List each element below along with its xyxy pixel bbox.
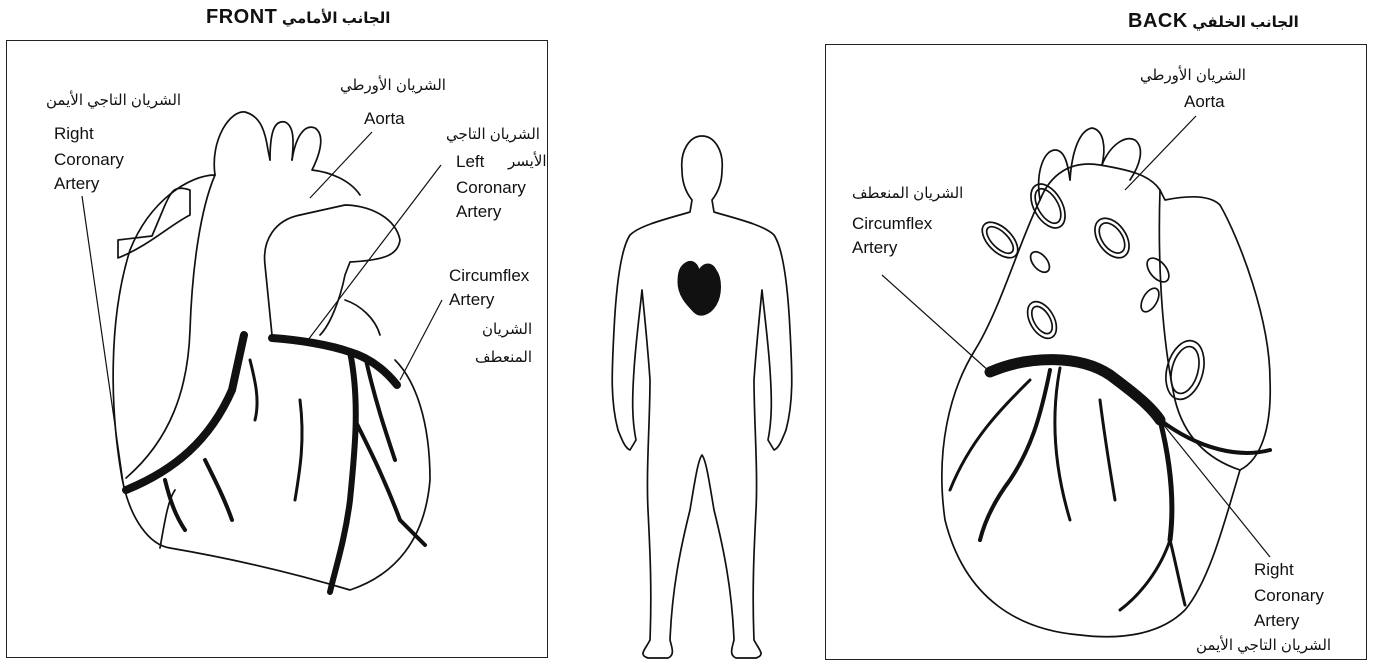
front-aorta: Aorta bbox=[364, 107, 405, 131]
front-right-coronary-1: Right bbox=[54, 122, 94, 146]
back-aorta: Aorta bbox=[1184, 90, 1225, 114]
front-circumflex-1: Circumflex bbox=[449, 264, 529, 288]
back-heart bbox=[942, 128, 1270, 637]
back-right-coronary-3: Artery bbox=[1254, 609, 1299, 633]
back-arteries bbox=[950, 360, 1270, 610]
front-circumflex-ar-2: المنعطف bbox=[475, 346, 532, 370]
front-right-coronary-3: Artery bbox=[54, 172, 99, 196]
back-circumflex-2: Artery bbox=[852, 236, 897, 260]
back-right-coronary-ar: الشريان التاجي الأيمن bbox=[1196, 634, 1331, 658]
front-left-coronary-1: Left bbox=[456, 150, 484, 174]
small-heart bbox=[678, 261, 721, 315]
human-figure bbox=[612, 136, 792, 658]
front-left-coronary-3: Artery bbox=[456, 200, 501, 224]
front-heart bbox=[113, 112, 430, 590]
front-left-coronary-2: Coronary bbox=[456, 176, 526, 200]
back-right-coronary-1: Right bbox=[1254, 558, 1294, 582]
front-left-coronary-ar-1: الشريان التاجي bbox=[446, 123, 540, 147]
back-right-coronary-2: Coronary bbox=[1254, 584, 1324, 608]
back-aorta-ar: الشريان الأورطي bbox=[1140, 64, 1246, 88]
front-left-coronary-ar-2: الأيسر bbox=[508, 150, 547, 174]
front-aorta-ar: الشريان الأورطي bbox=[340, 74, 446, 98]
front-circumflex-ar-1: الشريان bbox=[482, 318, 532, 342]
back-circumflex-1: Circumflex bbox=[852, 212, 932, 236]
front-circumflex-2: Artery bbox=[449, 288, 494, 312]
front-right-coronary-ar: الشريان التاجي الأيمن bbox=[46, 89, 181, 113]
front-right-coronary-2: Coronary bbox=[54, 148, 124, 172]
back-circumflex-ar: الشريان المنعطف bbox=[852, 182, 963, 206]
front-arteries bbox=[126, 335, 425, 592]
